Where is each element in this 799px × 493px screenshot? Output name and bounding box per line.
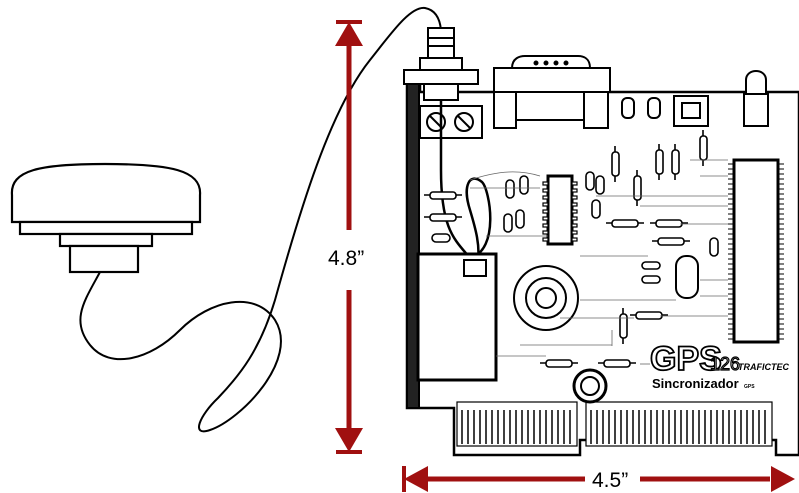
- ic-pin: [571, 223, 578, 228]
- ic-pin: [571, 209, 578, 214]
- product-subtitle: Sincronizador: [652, 376, 739, 391]
- db9-serial-connector: [493, 55, 611, 129]
- resistor: [635, 311, 663, 320]
- resistor: [611, 219, 639, 228]
- maker-logo: TRAFICTEC: [738, 362, 789, 372]
- product-model-number: 126: [710, 354, 740, 374]
- capacitor: [585, 171, 595, 191]
- resistor: [429, 213, 457, 222]
- resistor: [603, 359, 631, 368]
- ic-pin: [542, 181, 549, 186]
- height-dimension-label: 4.8”: [328, 247, 364, 270]
- top-capacitors: [621, 97, 661, 119]
- capacitor: [641, 261, 661, 270]
- led: [743, 70, 769, 127]
- antenna-cable: [79, 6, 442, 433]
- width-dimension-label: 4.5”: [592, 469, 628, 492]
- resistor: [545, 359, 573, 368]
- terminal-block: [419, 105, 483, 139]
- crystal: [675, 255, 699, 299]
- resistor: [655, 149, 664, 175]
- push-button: [673, 95, 709, 127]
- ic-pin: [571, 195, 578, 200]
- ic-pin: [571, 188, 578, 193]
- connector-fingers: [461, 410, 766, 444]
- resistor: [611, 151, 620, 177]
- ic-pin: [571, 202, 578, 207]
- ic-pin: [571, 237, 578, 242]
- ic-pin: [542, 223, 549, 228]
- capacitor: [431, 233, 451, 243]
- pci-card-board: [403, 27, 799, 457]
- resistor: [655, 219, 683, 228]
- dip-ic-small: [542, 174, 578, 246]
- ic-pin: [542, 209, 549, 214]
- capacitor: [641, 275, 661, 284]
- trace: [469, 171, 541, 181]
- capacitor: [591, 199, 601, 219]
- ic-pin: [542, 188, 549, 193]
- resistor: [429, 191, 457, 200]
- width-dimension-arrow: [402, 466, 795, 492]
- capacitor: [503, 213, 513, 233]
- resistor: [657, 237, 685, 246]
- buzzer: [513, 265, 579, 331]
- capacitor: [709, 237, 719, 257]
- capacitor: [595, 175, 605, 195]
- resistor: [671, 149, 680, 175]
- mounting-hole: [572, 368, 608, 404]
- ic-pin: [542, 237, 549, 242]
- height-dimension-arrow: [335, 20, 363, 454]
- ic-pin: [542, 195, 549, 200]
- ic-pin: [542, 202, 549, 207]
- battery-module: [416, 252, 498, 382]
- resistor: [633, 175, 642, 201]
- dip-ic-large: [728, 158, 784, 344]
- sma-connector: [403, 27, 479, 101]
- circuit-traces: [469, 159, 728, 365]
- resistor: [619, 313, 628, 339]
- gps-antenna-icon: [10, 162, 202, 274]
- ic-pin: [571, 181, 578, 186]
- resistor: [699, 135, 708, 161]
- passive-components: [424, 130, 719, 368]
- capacitor: [505, 179, 515, 199]
- ic-pin: [542, 230, 549, 235]
- ic-pin: [571, 230, 578, 235]
- capacitor: [515, 209, 525, 229]
- capacitor: [519, 175, 529, 195]
- ic-pin: [542, 216, 549, 221]
- product-subtitle-suffix: GPS: [744, 384, 755, 390]
- ic-pin: [571, 216, 578, 221]
- product-name: GPS: [650, 340, 722, 378]
